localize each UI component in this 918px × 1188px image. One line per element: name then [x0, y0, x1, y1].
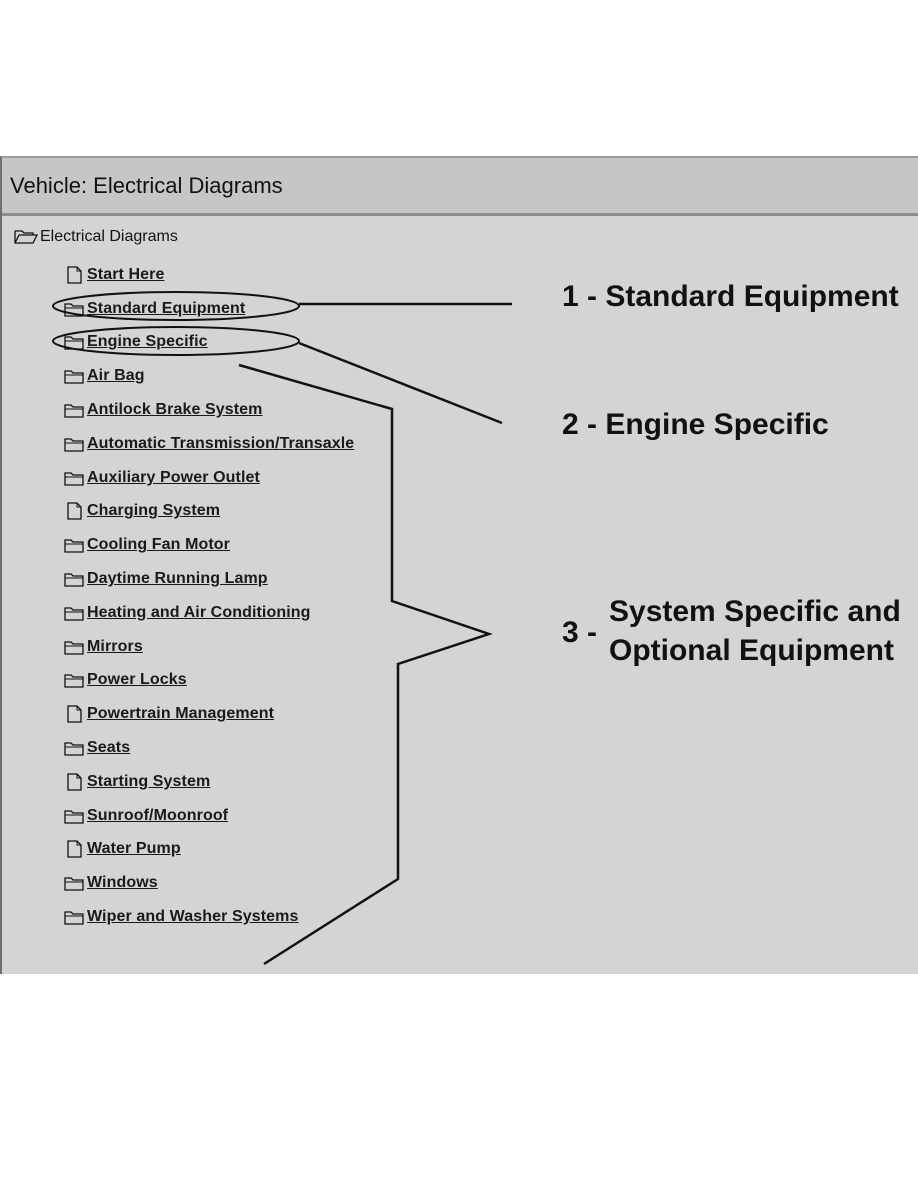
tree-item-link[interactable]: Seats — [87, 739, 131, 757]
callout-engine-specific: 2 - Engine Specific — [562, 408, 829, 441]
tree-item-link[interactable]: Power Locks — [87, 671, 187, 689]
tree-item[interactable]: Seats — [64, 731, 354, 765]
tree-item-link[interactable]: Air Bag — [87, 367, 145, 385]
tree-item-link[interactable]: Auxiliary Power Outlet — [87, 468, 260, 486]
tree-item-link[interactable]: Start Here — [87, 265, 165, 283]
tree-item-link[interactable]: Standard Equipment — [87, 299, 246, 317]
tree-item[interactable]: Daytime Running Lamp — [64, 562, 354, 596]
folder-icon — [64, 739, 84, 757]
folder-icon — [64, 570, 84, 588]
tree-root-label: Electrical Diagrams — [40, 228, 178, 245]
tree-item[interactable]: Charging System — [64, 495, 354, 529]
tree-item-link[interactable]: Automatic Transmission/Transaxle — [87, 434, 355, 452]
tree-item-link[interactable]: Daytime Running Lamp — [87, 570, 268, 588]
tree-item[interactable]: Automatic Transmission/Transaxle — [64, 427, 354, 461]
tree-item[interactable]: Sunroof/Moonroof — [64, 799, 354, 833]
document-icon — [64, 502, 84, 521]
document-icon — [64, 266, 84, 284]
tree-item-link[interactable]: Powertrain Management — [87, 705, 275, 723]
folder-icon — [64, 300, 84, 318]
tree-item[interactable]: Water Pump — [64, 833, 354, 867]
tree-item-link[interactable]: Wiper and Washer Systems — [87, 908, 299, 926]
tree-item-link[interactable]: Engine Specific — [87, 333, 208, 351]
folder-icon — [64, 367, 84, 385]
folder-icon — [64, 807, 84, 825]
tree-item-link[interactable]: Charging System — [87, 502, 221, 520]
tree-item-link[interactable]: Cooling Fan Motor — [87, 536, 231, 554]
window-titlebar: Vehicle: Electrical Diagrams — [2, 158, 918, 216]
document-icon — [64, 705, 84, 723]
tree-item[interactable]: Starting System — [64, 765, 354, 799]
folder-icon — [64, 333, 84, 351]
callout-3-number: 3 - — [562, 616, 598, 649]
tree-root-electrical-diagrams[interactable]: Electrical Diagrams — [14, 228, 178, 246]
tree-item[interactable]: Antilock Brake System — [64, 393, 354, 427]
tree-item-link[interactable]: Mirrors — [87, 637, 143, 655]
folder-icon — [64, 908, 84, 926]
tree-item[interactable]: Powertrain Management — [64, 697, 354, 731]
callout-3-line-1: System Specific and — [609, 595, 901, 628]
tree-item[interactable]: Mirrors — [64, 630, 354, 664]
callout-3-line-2: Optional Equipment — [609, 634, 894, 667]
document-icon — [64, 840, 84, 859]
folder-icon — [64, 604, 84, 622]
tree-item[interactable]: Windows — [64, 866, 354, 900]
folder-open-icon — [14, 230, 38, 244]
tree-item[interactable]: Wiper and Washer Systems — [64, 900, 354, 934]
electrical-diagrams-window: Vehicle: Electrical Diagrams Electrical … — [0, 156, 918, 974]
callout-system-specific: System Specific and Optional Equipment — [609, 592, 901, 670]
tree-item[interactable]: Engine Specific — [64, 326, 354, 360]
folder-icon — [64, 638, 84, 656]
tree-item-link[interactable]: Water Pump — [87, 840, 181, 858]
tree-item[interactable]: Heating and Air Conditioning — [64, 596, 354, 630]
tree-item-link[interactable]: Starting System — [87, 772, 211, 790]
folder-icon — [64, 874, 84, 892]
tree-item[interactable]: Power Locks — [64, 664, 354, 698]
tree-item[interactable]: Air Bag — [64, 359, 354, 393]
tree-item-link[interactable]: Antilock Brake System — [87, 401, 263, 419]
folder-icon — [64, 536, 84, 554]
tree-item[interactable]: Start Here — [64, 258, 354, 292]
window-title: Vehicle: Electrical Diagrams — [10, 173, 283, 198]
folder-icon — [64, 671, 84, 689]
folder-icon — [64, 401, 84, 419]
callout-standard-equipment: 1 - Standard Equipment — [562, 280, 899, 313]
document-icon — [64, 773, 84, 791]
tree-item[interactable]: Cooling Fan Motor — [64, 528, 354, 562]
tree-item[interactable]: Auxiliary Power Outlet — [64, 461, 354, 495]
folder-icon — [64, 435, 84, 453]
tree-item-link[interactable]: Sunroof/Moonroof — [87, 806, 229, 824]
tree-item[interactable]: Standard Equipment — [64, 292, 354, 326]
tree-item-link[interactable]: Windows — [87, 874, 158, 892]
tree-item-link[interactable]: Heating and Air Conditioning — [87, 603, 311, 621]
folder-icon — [64, 469, 84, 487]
